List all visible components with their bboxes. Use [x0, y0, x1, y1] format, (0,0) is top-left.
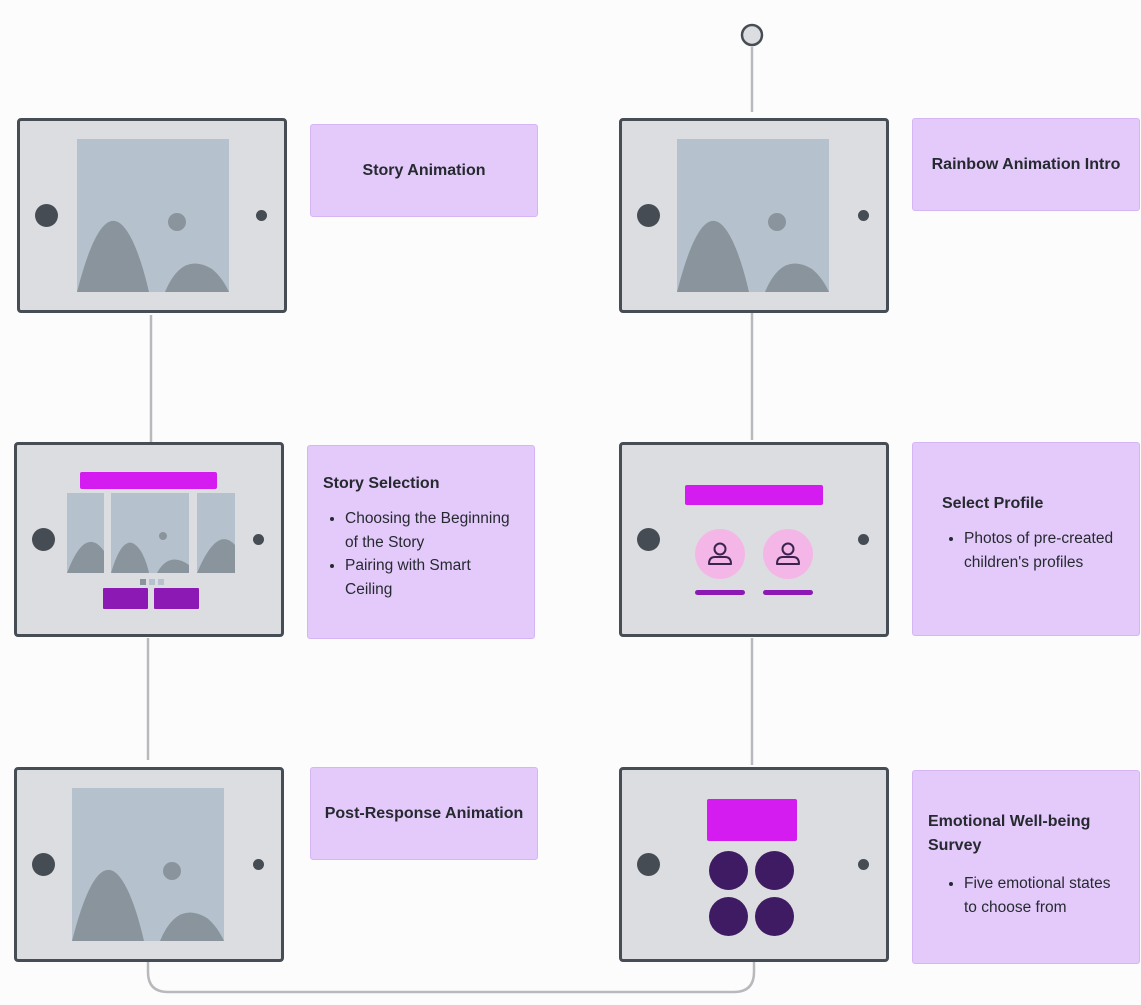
- start-node-icon: [740, 23, 764, 47]
- node-bullets: Photos of pre-created children's profile…: [942, 527, 1127, 574]
- tablet-post-response: [14, 767, 284, 962]
- profile-name-line: [763, 590, 813, 595]
- node-title: Select Profile: [942, 495, 1044, 512]
- camera-dot-small: [253, 534, 264, 545]
- camera-dot-large: [32, 853, 55, 876]
- tablet-story-selection: [14, 442, 284, 637]
- node-title: Story Selection: [323, 475, 440, 492]
- node-bullets: Five emotional states to choose from: [928, 872, 1127, 919]
- header-bar: [80, 472, 217, 489]
- carousel-dots-icon: [140, 579, 164, 585]
- option-button: [154, 588, 199, 609]
- camera-dot-small: [858, 210, 869, 221]
- option-button: [103, 588, 148, 609]
- node-bullets: Choosing the Beginning of the Story Pair…: [323, 507, 522, 601]
- story-carousel-icon: [67, 493, 235, 573]
- camera-dot-large: [637, 204, 660, 227]
- camera-dot-large: [637, 528, 660, 551]
- profile-name-line: [695, 590, 745, 595]
- connector-post-response-survey: [146, 962, 756, 994]
- user-icon: [776, 542, 800, 565]
- user-icon: [708, 542, 732, 565]
- header-bar: [685, 485, 823, 505]
- note-rainbow-intro: Rainbow Animation Intro: [912, 118, 1140, 211]
- camera-dot-small: [858, 534, 869, 545]
- camera-dot-large: [35, 204, 58, 227]
- camera-dot-large: [32, 528, 55, 551]
- camera-dot-small: [858, 859, 869, 870]
- tablet-select-profile: [619, 442, 889, 637]
- node-title: Story Animation: [362, 161, 486, 179]
- emotion-option: [755, 897, 794, 936]
- bullet-item: Choosing the Beginning of the Story: [345, 507, 522, 554]
- tablet-story-animation: [17, 118, 287, 313]
- note-post-response: Post-Response Animation: [310, 767, 538, 860]
- note-story-animation: Story Animation: [310, 124, 538, 217]
- camera-dot-small: [256, 210, 267, 221]
- bullet-item: Pairing with Smart Ceiling: [345, 554, 522, 601]
- tablet-rainbow-intro: [619, 118, 889, 313]
- note-wellbeing-survey: Emotional Well-being Survey Five emotion…: [912, 770, 1140, 964]
- node-title: Post-Response Animation: [324, 804, 524, 822]
- image-placeholder-icon: [72, 788, 224, 941]
- image-placeholder-icon: [677, 139, 829, 292]
- bullet-item: Photos of pre-created children's profile…: [964, 527, 1127, 574]
- question-block: [707, 799, 797, 841]
- emotion-option: [709, 851, 748, 890]
- tablet-wellbeing-survey: [619, 767, 889, 962]
- image-placeholder-icon: [77, 139, 229, 292]
- node-title: Emotional Well-being Survey: [928, 813, 1091, 854]
- emotion-option: [709, 897, 748, 936]
- note-select-profile: Select Profile Photos of pre-created chi…: [912, 442, 1140, 636]
- camera-dot-small: [253, 859, 264, 870]
- node-title: Rainbow Animation Intro: [931, 155, 1121, 173]
- profile-avatar: [695, 529, 745, 579]
- camera-dot-large: [637, 853, 660, 876]
- bullet-item: Five emotional states to choose from: [964, 872, 1127, 919]
- note-story-selection: Story Selection Choosing the Beginning o…: [307, 445, 535, 639]
- emotion-option: [755, 851, 794, 890]
- profile-avatar: [763, 529, 813, 579]
